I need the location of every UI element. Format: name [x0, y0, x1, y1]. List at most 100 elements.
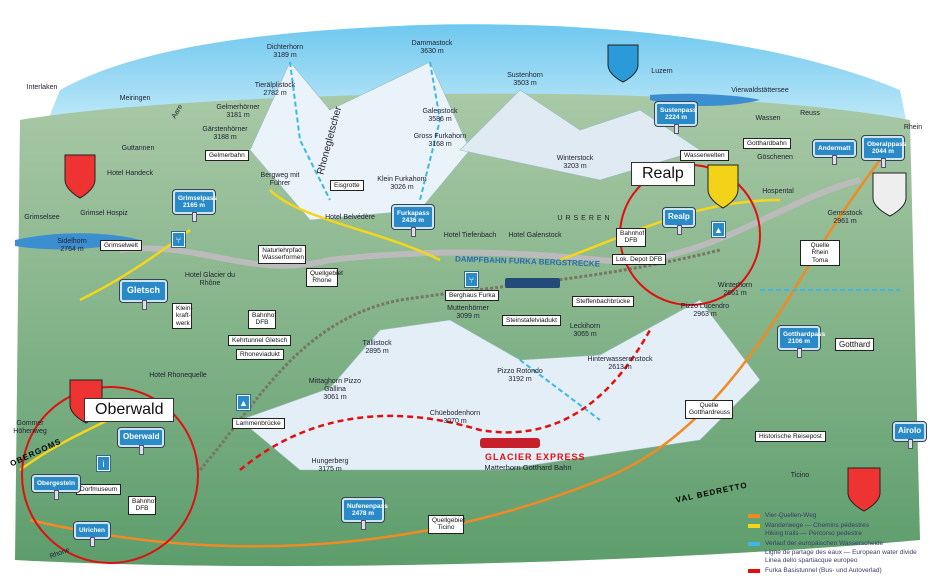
sign-furkapass[interactable]: Furkapass 2436 m: [392, 205, 434, 238]
train-glacier-express: [480, 438, 540, 448]
place-label: Wassen: [755, 115, 781, 122]
poi-label[interactable]: Quelle Rhein Toma: [800, 240, 840, 267]
sign-oberwald[interactable]: Oberwald: [118, 428, 165, 455]
poi-label[interactable]: Naturlehrpfad Wasserformen: [258, 245, 306, 264]
sign-airolo[interactable]: Airolo: [893, 422, 927, 449]
place-label: Vierwaldstättersee: [731, 87, 789, 94]
snow-south: [239, 299, 761, 471]
poi-label[interactable]: Steffenbachbrücke: [572, 296, 635, 308]
poi-label[interactable]: Historische Reisepost: [755, 431, 826, 443]
restaurant-icon: ⑂: [465, 272, 478, 287]
sign-obergesteln[interactable]: Obergesteln: [32, 475, 80, 501]
restaurant-icon: ⑂: [172, 232, 185, 247]
legend: Vier-Quellen-Weg Wanderwege — Chemins pé…: [748, 512, 917, 577]
sign-sustenpass[interactable]: Sustenpass 2224 m: [655, 102, 697, 135]
river-label: Rhein: [903, 124, 923, 131]
oberwald-highlight-circle: [21, 386, 199, 564]
poi-label[interactable]: Kehrtunnel Gletsch: [228, 335, 292, 347]
snow-rhonegletscher: [249, 61, 471, 221]
legend-swatch: [748, 542, 760, 547]
train-dfb: [505, 278, 560, 288]
sign-ulrichen[interactable]: Ulrichen: [74, 522, 111, 548]
poi-label[interactable]: Wasserwelten: [680, 150, 729, 162]
place-label: Hotel Glacier du Rhône: [184, 272, 236, 288]
place-label: Gommer Höhenweg: [13, 420, 47, 436]
place-label: Grimselsee: [24, 214, 60, 221]
place-label: Meiringen: [119, 95, 151, 102]
poi-label[interactable]: Eisgrotte: [330, 180, 364, 192]
sign-andermatt[interactable]: Andermatt: [813, 140, 856, 166]
place-label: Bergweg mit Führer: [260, 172, 300, 188]
coat-of-arms-luzern: [607, 44, 639, 83]
poi-label[interactable]: Dorfmuseum: [76, 484, 122, 496]
poi-label[interactable]: Quelle Gotthardreuss: [685, 400, 733, 419]
river-label: Ticino: [790, 472, 810, 479]
legend-swatch: [748, 568, 760, 573]
coat-of-arms-graubuenden: [872, 172, 907, 217]
sign-oberalppass[interactable]: Oberalppass 2044 m: [862, 136, 906, 169]
place-label: Hotel Belvédère: [325, 214, 375, 221]
poi-label[interactable]: Gelmerbahn: [205, 150, 249, 162]
place-label: Hotel Tiefenbach: [443, 232, 497, 239]
poi-label[interactable]: Bahnhof DFB: [128, 496, 156, 515]
sign-grimselpass[interactable]: Grimselpass 2165 m: [173, 190, 217, 223]
poi-label[interactable]: Berghaus Furka: [445, 290, 500, 302]
coat-of-arms-ticino: [847, 467, 881, 512]
camping-icon: ▲: [237, 395, 250, 410]
poi-label[interactable]: Gotthardbahn: [743, 138, 791, 150]
legend-swatch: [748, 514, 760, 518]
sign-realp[interactable]: Realp: [663, 208, 695, 235]
poi-label[interactable]: Quellgebiet Rhone: [306, 268, 343, 287]
place-label: Guttannen: [121, 145, 155, 152]
poi-label[interactable]: Quellgebiet Ticino: [428, 515, 465, 534]
oberwald-label[interactable]: Oberwald: [84, 398, 175, 422]
sign-gotthardpass[interactable]: Gotthardpass 2106 m: [778, 326, 825, 359]
poi-label[interactable]: Steinstafelviadukt: [502, 315, 561, 327]
coat-of-arms-uri: [707, 164, 739, 209]
poi-label[interactable]: Bahnhof DFB: [248, 310, 276, 329]
sign-gletsch[interactable]: Gletsch: [120, 280, 168, 310]
poi-label[interactable]: Lok. Depot DFB: [612, 254, 667, 266]
road-furka: [119, 177, 861, 269]
place-label: Hotel Handeck: [107, 170, 153, 177]
water-divide: [289, 61, 900, 421]
poi-label[interactable]: Lammenbrücke: [232, 418, 285, 430]
river-label: Reuss: [800, 110, 820, 117]
place-label: Hospental: [762, 188, 794, 195]
railway-dfb: [198, 248, 721, 471]
mgb-label: Matterhorn Gotthard Bahn: [484, 463, 572, 472]
place-label: Interlaken: [26, 84, 58, 91]
basistunnel: [239, 329, 652, 471]
poi-label[interactable]: Grimselwelt: [100, 240, 142, 252]
poi-label[interactable]: Klein-kraft-werk: [172, 303, 193, 330]
place-label: Luzern: [651, 68, 673, 75]
poi-label[interactable]: Gotthard: [835, 338, 875, 352]
sign-nufenenpass[interactable]: Nufenenpass 2478 m: [342, 498, 388, 531]
legend-item: Verlauf der europäischen Wasserscheide L…: [765, 540, 917, 564]
poi-label[interactable]: Rhoneviadukt: [236, 349, 284, 361]
realp-label[interactable]: Realp: [631, 162, 695, 186]
coat-of-arms-bern: [64, 154, 96, 199]
hiking-trail: [19, 189, 781, 472]
glacier-express-title: GLACIER EXPRESS: [485, 452, 586, 462]
legend-item: Vier-Quellen-Weg: [765, 512, 817, 519]
poi-label[interactable]: Bahnhof DFB: [616, 228, 646, 247]
